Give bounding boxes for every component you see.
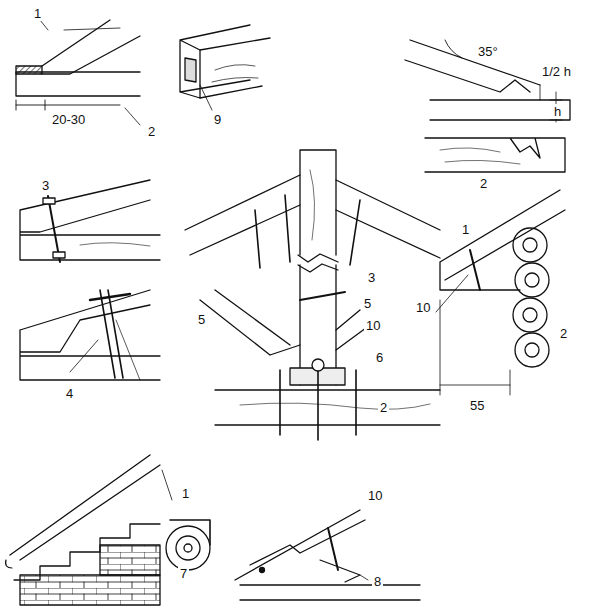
- callout-number: 2: [378, 400, 389, 415]
- callout-number: 1: [460, 222, 471, 237]
- callout-number: 2: [558, 326, 569, 341]
- callout-number: 2: [146, 124, 157, 139]
- callout-number: 1: [32, 6, 43, 21]
- callout-number: 3: [40, 178, 51, 193]
- callout-number: 35°: [476, 44, 500, 59]
- callout-number: 7: [178, 566, 189, 581]
- callout-number: 5: [196, 312, 207, 327]
- callout-number: 6: [374, 350, 385, 365]
- callout-number: 1: [180, 486, 191, 501]
- callout-number: 55: [468, 398, 486, 413]
- callout-number: 10: [366, 488, 384, 503]
- callout-number: 4: [64, 386, 75, 401]
- callout-number: 10: [414, 300, 432, 315]
- callout-number: 20-30: [50, 112, 87, 127]
- callout-number: 2: [478, 176, 489, 191]
- callout-number: 10: [364, 318, 382, 333]
- callout-number: 9: [212, 112, 223, 127]
- callout-number: h: [552, 104, 563, 119]
- callout-number: 1/2 h: [540, 64, 573, 79]
- callout-number: 8: [372, 574, 383, 589]
- callout-number: 3: [366, 270, 377, 285]
- callout-number: 5: [362, 296, 373, 311]
